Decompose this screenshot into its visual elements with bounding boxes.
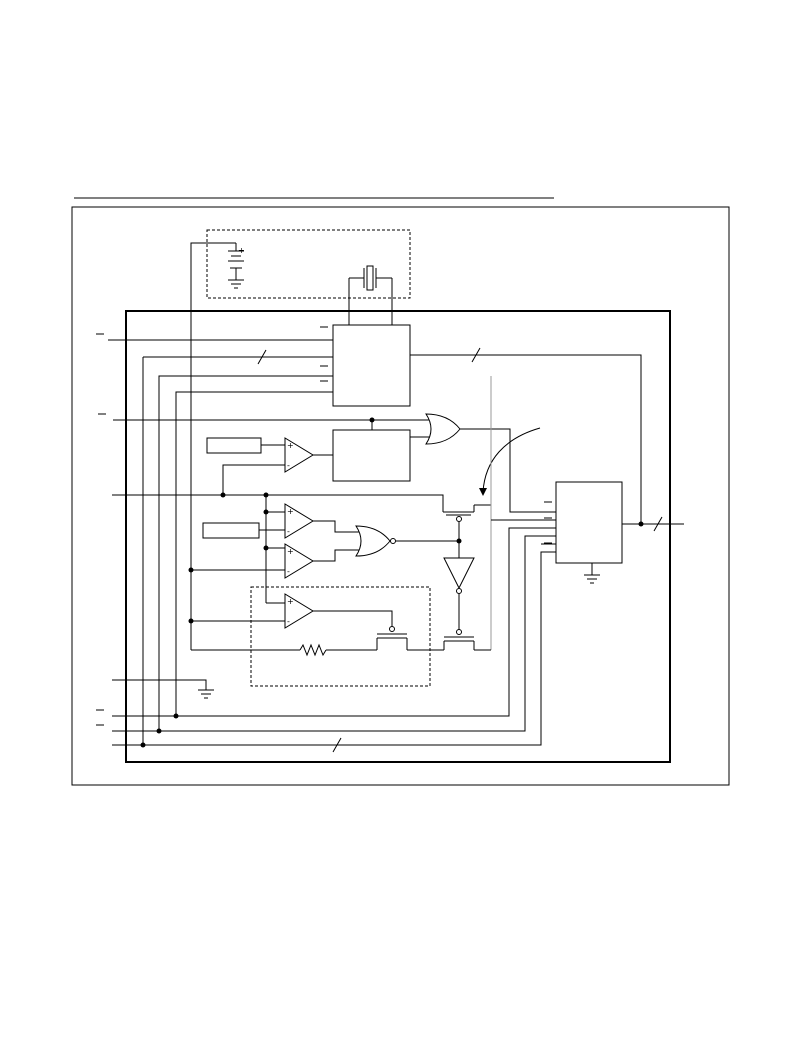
comparator-2-plus: + xyxy=(287,507,294,516)
comparator-3 xyxy=(284,543,314,579)
switch-transistor-1 xyxy=(442,505,475,522)
vcc-line xyxy=(112,494,444,505)
output-bus xyxy=(410,354,642,524)
ground-symbol-1 xyxy=(198,689,214,699)
memory-block xyxy=(555,481,623,564)
bus-line-2 xyxy=(112,551,556,746)
battery-symbol: + xyxy=(228,243,245,280)
comparator-3-minus: - xyxy=(287,567,290,576)
comparator-1-minus: - xyxy=(287,461,290,470)
resistor xyxy=(299,643,327,657)
inverter xyxy=(443,557,475,590)
comparator-4 xyxy=(284,593,314,629)
vbat-wire xyxy=(190,242,236,650)
power-switch-subblock xyxy=(250,586,431,687)
oscillator-block xyxy=(332,324,411,407)
reference-block-2 xyxy=(202,522,260,539)
comparator-2-minus: - xyxy=(287,527,290,536)
comparator-4-minus: - xyxy=(287,617,290,626)
switch-transistor-2 xyxy=(376,633,408,650)
crystal-symbol xyxy=(348,265,393,325)
external-components-box xyxy=(206,229,411,299)
comparator-1-plus: + xyxy=(287,441,294,450)
nor-gate xyxy=(355,525,391,557)
reference-block-1 xyxy=(206,437,262,454)
battery-plus-sign: + xyxy=(238,246,245,255)
input-line-4 xyxy=(112,535,556,732)
switch-transistor-3 xyxy=(443,636,475,650)
comparator-3-plus: + xyxy=(287,547,294,556)
logic-block xyxy=(332,429,411,482)
curved-arrow xyxy=(482,427,541,493)
chip-boundary xyxy=(125,310,671,763)
comparator-4-plus: + xyxy=(287,597,294,606)
or-gate xyxy=(425,413,461,445)
battery-ground-symbol xyxy=(228,279,244,289)
figure-frame xyxy=(71,206,730,786)
input-line-3 xyxy=(112,527,556,717)
comparator-1 xyxy=(284,437,314,473)
comparator-2 xyxy=(284,503,314,539)
ground-symbol-2 xyxy=(584,574,600,584)
